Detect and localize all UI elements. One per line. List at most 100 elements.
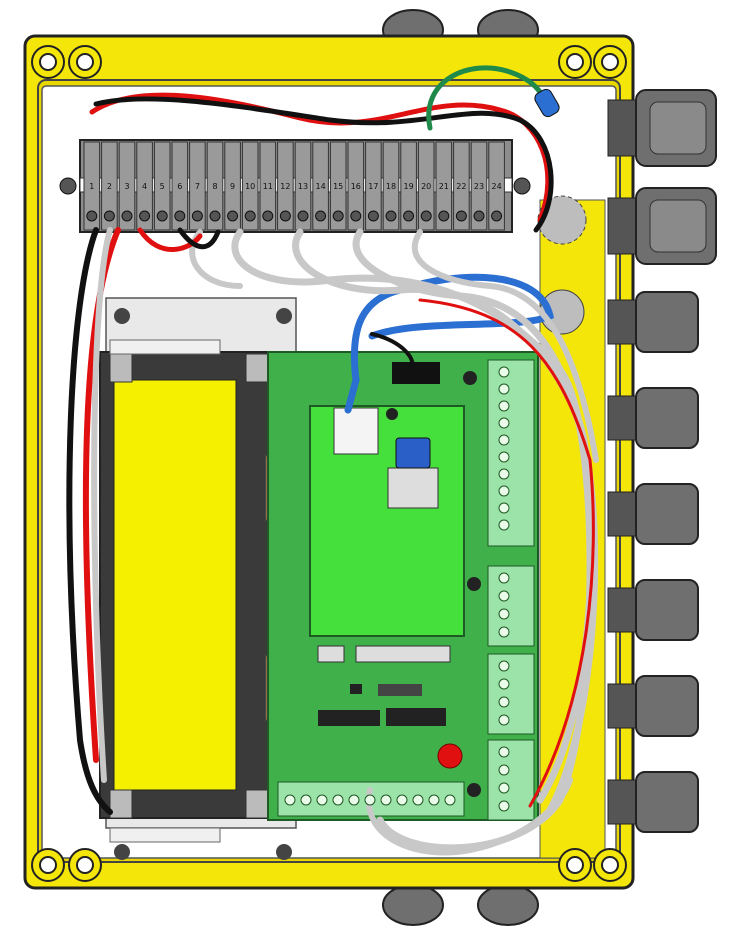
terminal-screw: [420, 210, 432, 222]
pcb-terminal-screw: [498, 800, 510, 812]
wire-gray: [91, 227, 113, 783]
pcb-terminal-screw: [316, 794, 328, 806]
wire-ferrule-blue: [534, 88, 560, 118]
wire-gray: [292, 228, 599, 814]
wire-black: [93, 96, 554, 233]
terminal-label: 9: [230, 182, 235, 191]
terminal-screw: [279, 210, 291, 222]
right-terminal-strip: [487, 565, 535, 647]
terminal-screw: [297, 210, 309, 222]
pcb-terminal-screw: [498, 764, 510, 776]
terminal-screw: [491, 210, 503, 222]
terminal-label: 1: [89, 182, 94, 191]
terminal-cell: [417, 141, 435, 231]
wire-green: [426, 65, 549, 131]
terminal-screw: [103, 210, 115, 222]
backplate-hole: [537, 195, 587, 245]
terminal-screw: [332, 210, 344, 222]
terminal-rail-screw: [513, 177, 531, 195]
pcb-terminal-screw: [498, 451, 510, 463]
terminal-cell: [488, 141, 505, 231]
terminal-cell: [365, 141, 382, 231]
terminal-label: 23: [474, 182, 484, 191]
wire-gray: [365, 777, 573, 856]
terminal-label: 5: [160, 182, 165, 191]
terminal-screw: [403, 210, 415, 222]
pcb-terminal-screw: [498, 502, 510, 514]
wire-red: [418, 298, 595, 808]
terminal-label: 15: [333, 182, 343, 191]
wire-gray: [411, 229, 599, 463]
header-strip: [355, 645, 451, 663]
terminal-screw: [438, 210, 450, 222]
pcb-terminal-screw: [284, 794, 296, 806]
terminal-screw: [156, 210, 168, 222]
pcb-terminal-screw: [498, 714, 510, 726]
terminal-label: 2: [107, 182, 112, 191]
pcb-terminal-screw: [498, 519, 510, 531]
pcb-terminal-screw: [332, 794, 344, 806]
terminal-cell: [189, 141, 206, 231]
pcb-terminal-screw: [498, 468, 510, 480]
terminal-label: 22: [456, 182, 466, 191]
sd-card: [395, 437, 431, 469]
wire-gray: [352, 228, 595, 804]
corner-screws: [31, 45, 627, 882]
wire-black: [370, 332, 415, 374]
wire-black: [66, 227, 113, 815]
sd-card-slot: [387, 467, 439, 509]
terminal-rail-screw: [59, 177, 77, 195]
terminal-cell: [294, 141, 312, 231]
terminal-screw: [385, 210, 397, 222]
pcb-terminal-screw: [498, 366, 510, 378]
display-module: [99, 297, 297, 860]
black-connector: [392, 362, 440, 384]
terminal-label: 4: [142, 182, 147, 191]
terminal-cell: [453, 141, 470, 231]
terminal-label: 24: [492, 182, 502, 191]
terminal-label: 10: [245, 182, 255, 191]
side-gland: [607, 89, 717, 167]
wire-red: [89, 92, 551, 223]
terminal-cell: [470, 141, 488, 231]
terminal-cell: [153, 141, 171, 231]
terminal-label: 13: [298, 182, 308, 191]
sub-board: [309, 405, 465, 637]
wiring: [66, 65, 599, 856]
terminal-label: 18: [386, 182, 396, 191]
terminal-cell: [136, 141, 153, 231]
terminal-screw: [367, 210, 379, 222]
terminal-label: 12: [280, 182, 290, 191]
side-gland: [607, 483, 699, 545]
pcb-terminal-screw: [444, 794, 456, 806]
terminal-screw: [209, 210, 221, 222]
pcb-terminal-screw: [364, 794, 376, 806]
terminal-label: 21: [439, 182, 449, 191]
right-terminal-strip: [487, 739, 535, 821]
pcb-terminal-screw: [498, 572, 510, 584]
terminal-cell: [224, 141, 241, 231]
terminal-screw: [191, 210, 203, 222]
terminal-label: 6: [177, 182, 182, 191]
side-gland: [607, 771, 699, 833]
pcb-terminal-screw: [396, 794, 408, 806]
pcb-terminal-screw: [380, 794, 392, 806]
terminal-cell: [277, 141, 294, 231]
terminal-screw: [315, 210, 327, 222]
pcb-terminal-screw: [498, 383, 510, 395]
terminal-screw: [244, 210, 256, 222]
side-gland: [607, 579, 699, 641]
terminal-screw: [121, 210, 133, 222]
side-gland: [607, 291, 699, 353]
terminal-label: 17: [368, 182, 378, 191]
terminal-cell: [400, 141, 417, 231]
pcb-terminal-screw: [428, 794, 440, 806]
terminal-screw: [139, 210, 151, 222]
terminal-cell: [83, 141, 101, 231]
wire-black: [177, 227, 221, 250]
terminal-label: 11: [263, 182, 273, 191]
side-gland: [607, 675, 699, 737]
terminal-cell: [312, 141, 329, 231]
